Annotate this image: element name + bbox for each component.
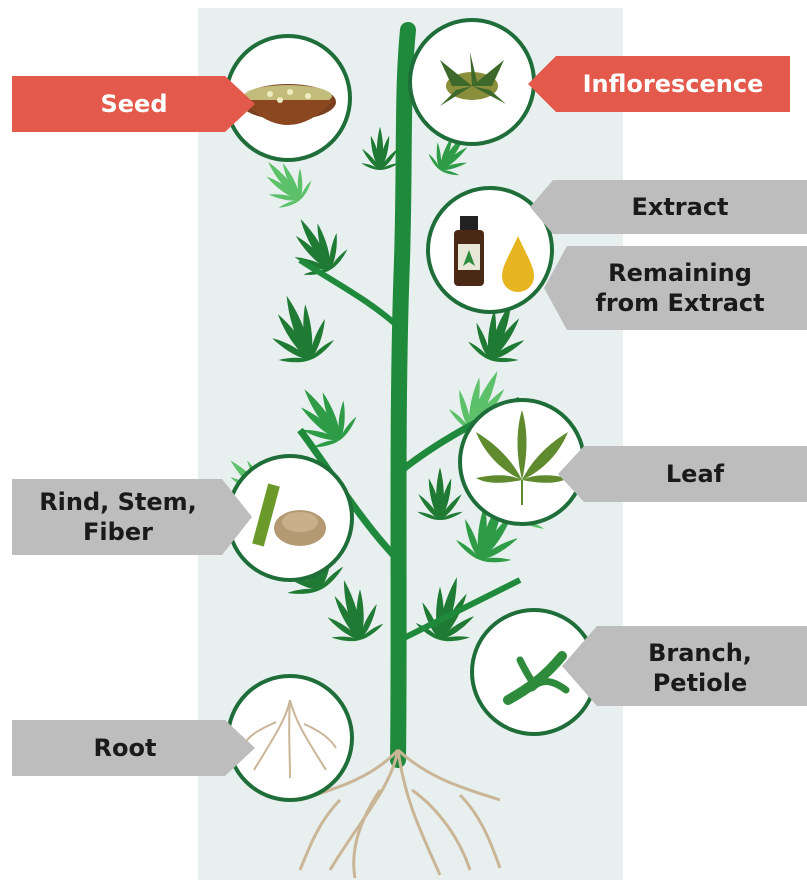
rind-label-shape bbox=[12, 479, 252, 555]
root-circle bbox=[228, 676, 352, 800]
leaf-label-shape bbox=[558, 446, 807, 502]
main-stem bbox=[398, 30, 408, 760]
root-label-shape bbox=[12, 720, 255, 776]
inflorescence-circle bbox=[410, 20, 534, 144]
seed-label-shape bbox=[12, 76, 255, 132]
extract-label-shape bbox=[530, 180, 807, 234]
leaf-circle bbox=[460, 400, 584, 524]
branch-label-shape bbox=[562, 626, 807, 706]
inflorescence-label-shape bbox=[528, 56, 790, 112]
remaining-label-shape bbox=[544, 246, 807, 330]
